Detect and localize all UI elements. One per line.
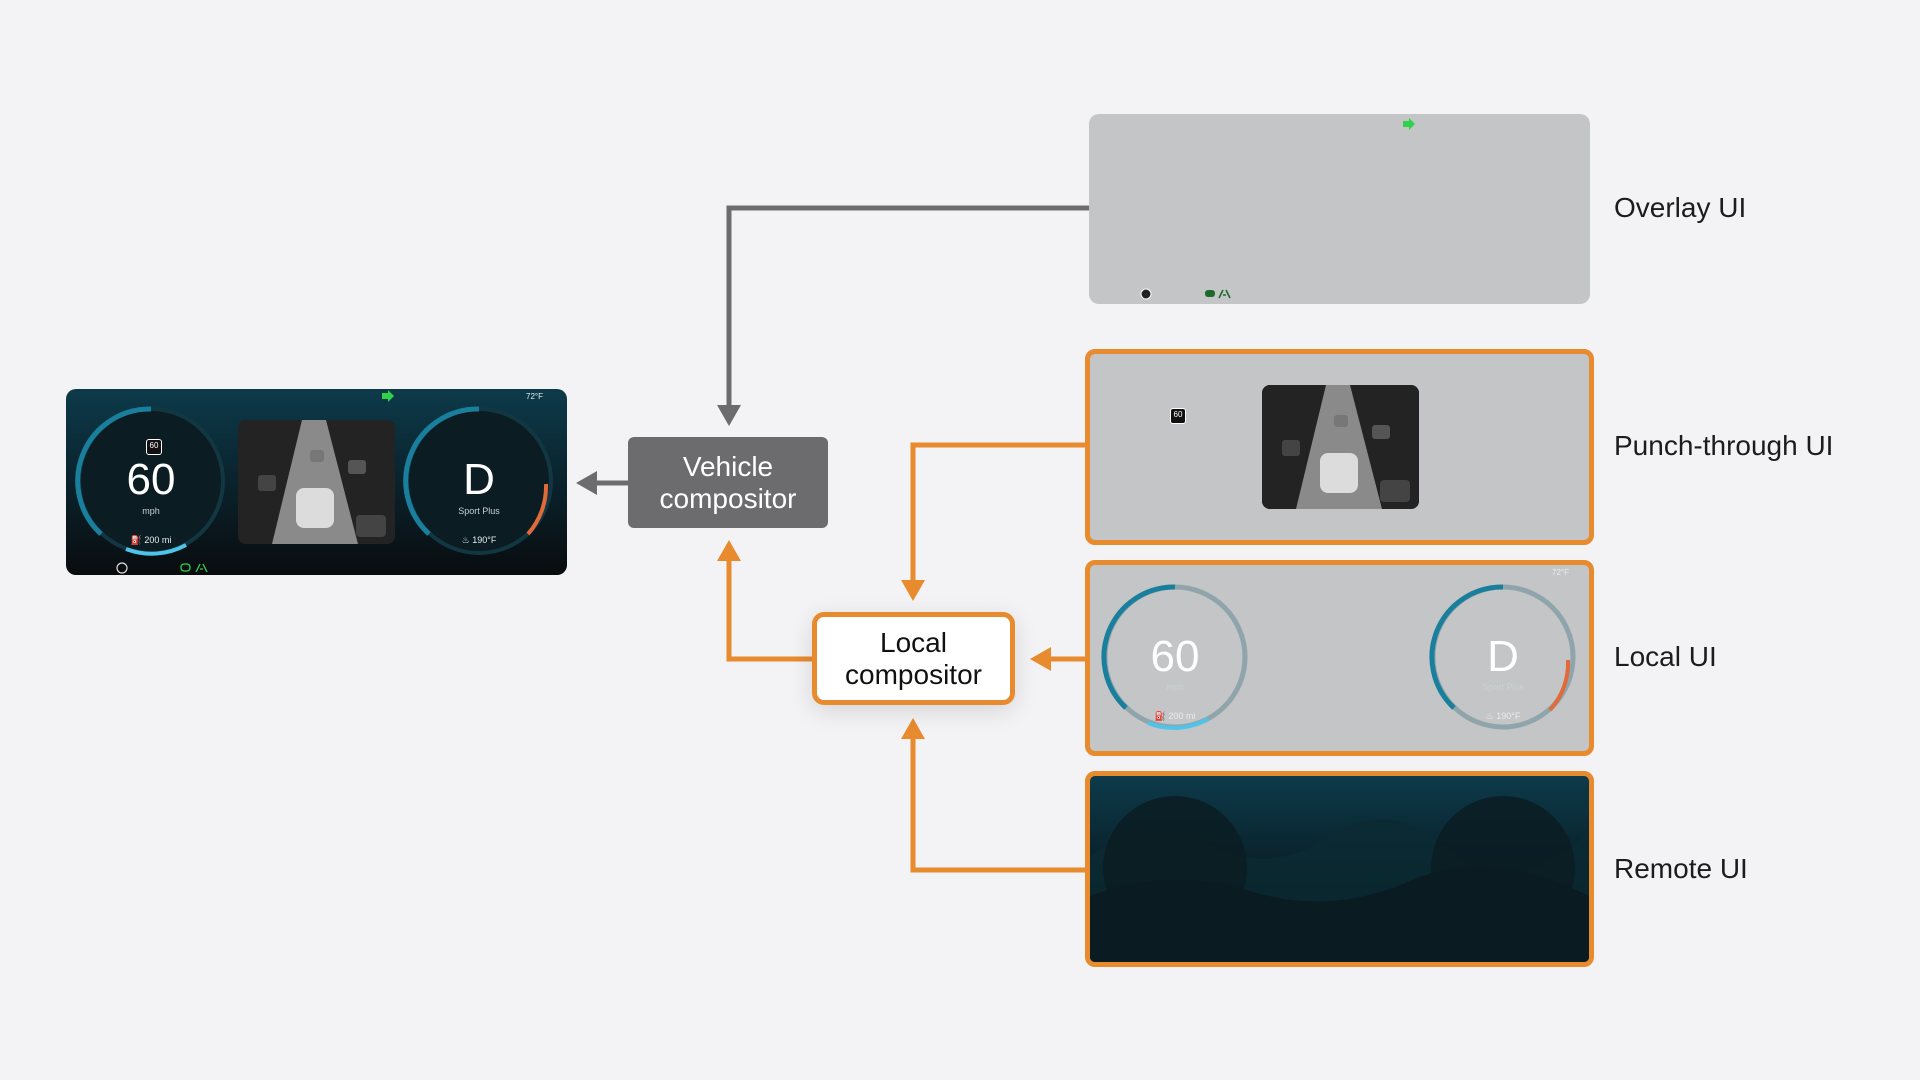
autopilot-icon <box>116 562 128 574</box>
drive-mode: Sport Plus <box>1482 682 1524 692</box>
range-readout: ⛽ 200 mi <box>130 535 172 545</box>
arrowhead-local-top <box>901 580 925 601</box>
gear-value: D <box>463 455 495 504</box>
remote-ui-label: Remote UI <box>1614 853 1748 884</box>
gear-value: D <box>1487 632 1519 681</box>
coolant-icon: ♨ <box>461 535 470 545</box>
range-readout: ⛽ 200 mi <box>1154 711 1196 721</box>
outside-temp: 72°F <box>1552 568 1569 577</box>
autopilot-icon <box>1140 288 1152 300</box>
speed-limit-sign: 60 <box>146 439 162 455</box>
road-camera-image <box>1262 385 1419 509</box>
wire-local-to-vehicle <box>726 556 812 662</box>
speed-unit: mph <box>142 506 160 516</box>
remote-ui-panel <box>1085 771 1594 967</box>
speed-limit-sign: 60 <box>1170 408 1186 424</box>
arrowhead-cluster <box>576 471 597 495</box>
arrowhead-vehicle-top <box>717 405 741 426</box>
cluster-graphics <box>75 390 553 574</box>
drive-mode: Sport Plus <box>458 506 500 516</box>
wire-punch-to-local <box>910 442 1085 584</box>
wire-overlay-to-vehicle <box>726 205 1089 410</box>
vehicle-compositor-box: Vehicle compositor <box>628 437 828 528</box>
fuel-icon: ⛽ <box>1154 711 1166 721</box>
engine-temp-readout: ♨ 190°F <box>461 535 497 545</box>
speed-value: 60 <box>1150 632 1200 681</box>
arrowhead-local-right <box>1030 647 1051 671</box>
headlight-icon <box>180 563 191 572</box>
vehicle-compositor-label: Vehicle compositor <box>659 450 797 514</box>
lane-assist-icon <box>195 563 208 573</box>
overlay-ui-panel <box>1089 114 1590 304</box>
arrowhead-local-bottom <box>901 718 925 739</box>
lane-assist-icon <box>1218 289 1231 299</box>
road-camera-image <box>238 420 395 544</box>
outside-temp: 72°F <box>526 392 543 401</box>
composited-cluster: 60 60 mph ⛽ 200 mi D Sport Plus ♨ 190°F … <box>66 389 567 575</box>
local-compositor-box: Local compositor <box>812 612 1015 705</box>
arrowhead-vehicle-bottom <box>717 540 741 561</box>
local-compositor-label: Local compositor <box>845 626 982 690</box>
turn-signal-arrow-icon <box>1403 118 1415 130</box>
turn-signal-arrow-icon <box>382 390 394 402</box>
punch-through-ui-label: Punch-through UI <box>1614 430 1834 461</box>
speed-unit: mph <box>1166 682 1184 692</box>
overlay-ui-label: Overlay UI <box>1614 192 1747 223</box>
speed-value: 60 <box>126 455 176 504</box>
headlight-icon <box>1205 290 1215 297</box>
wire-remote-to-local <box>910 735 1085 873</box>
engine-temp-readout: ♨ 190°F <box>1485 711 1521 721</box>
local-ui-label: Local UI <box>1614 641 1717 672</box>
coolant-icon: ♨ <box>1485 711 1494 721</box>
local-ui-panel: 60 mph ⛽ 200 mi D Sport Plus ♨ 190°F 72°… <box>1085 560 1594 756</box>
fuel-icon: ⛽ <box>130 535 142 545</box>
punch-through-ui-panel: 60 <box>1085 349 1594 545</box>
